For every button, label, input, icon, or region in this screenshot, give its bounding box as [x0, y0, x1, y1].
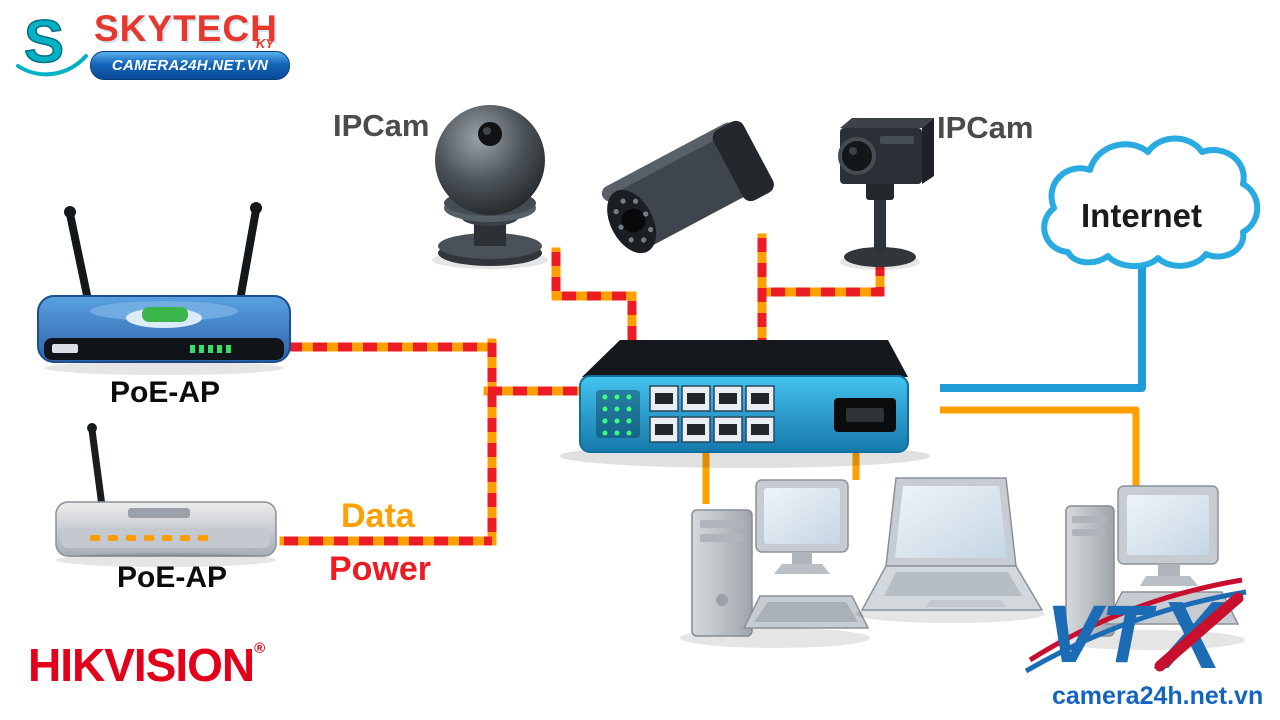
ipcam-left-label: IPCam [333, 108, 430, 143]
registered-mark-icon: ® [254, 640, 265, 657]
hikvision-text: HIKVISION [28, 639, 255, 691]
vtx-vt-text: VT [1046, 589, 1157, 680]
skytech-sub-text: KY [256, 36, 275, 51]
ipcam-right-label: IPCam [937, 110, 1034, 145]
router-leds [190, 345, 231, 353]
box-ip-camera [838, 118, 934, 270]
skytech-banner: CAMERA24H.NET.VN [90, 51, 290, 80]
desktop-pc-1 [680, 479, 870, 648]
poe-ap-router-bottom [55, 423, 277, 567]
desktop-pc-2 [1055, 485, 1245, 650]
internet-cloud [1041, 135, 1261, 269]
ir-led-ring [613, 198, 654, 243]
footer-website-text: camera24h.net.vn [1052, 682, 1264, 710]
poe-ap-router-top [37, 202, 291, 375]
skytech-logo-mark: S [16, 7, 88, 77]
poe-ap-bottom-label: PoE-AP [117, 561, 228, 594]
laptop [855, 477, 1045, 623]
cables [279, 233, 1146, 546]
data-line [702, 406, 1140, 504]
bullet-ip-camera [601, 120, 774, 254]
skytech-s-letter: S [24, 8, 64, 75]
rj45-ports [649, 385, 775, 443]
poe-switch [560, 340, 930, 468]
data-legend-label: Data [341, 497, 415, 535]
router-leds [90, 535, 208, 541]
skytech-logo-text: SKYTECH [94, 8, 278, 49]
hikvision-logo: HIKVISION® [28, 638, 265, 692]
vtx-logo: VT X [1024, 577, 1247, 689]
power-legend-label: Power [329, 550, 432, 588]
internet-label: Internet [1081, 197, 1203, 234]
power-data-line-dashes [284, 238, 885, 546]
switch-leds [602, 394, 632, 436]
poe-ap-top-label: PoE-AP [110, 376, 221, 409]
dome-ip-camera [432, 105, 548, 269]
internet-line [940, 266, 1146, 392]
